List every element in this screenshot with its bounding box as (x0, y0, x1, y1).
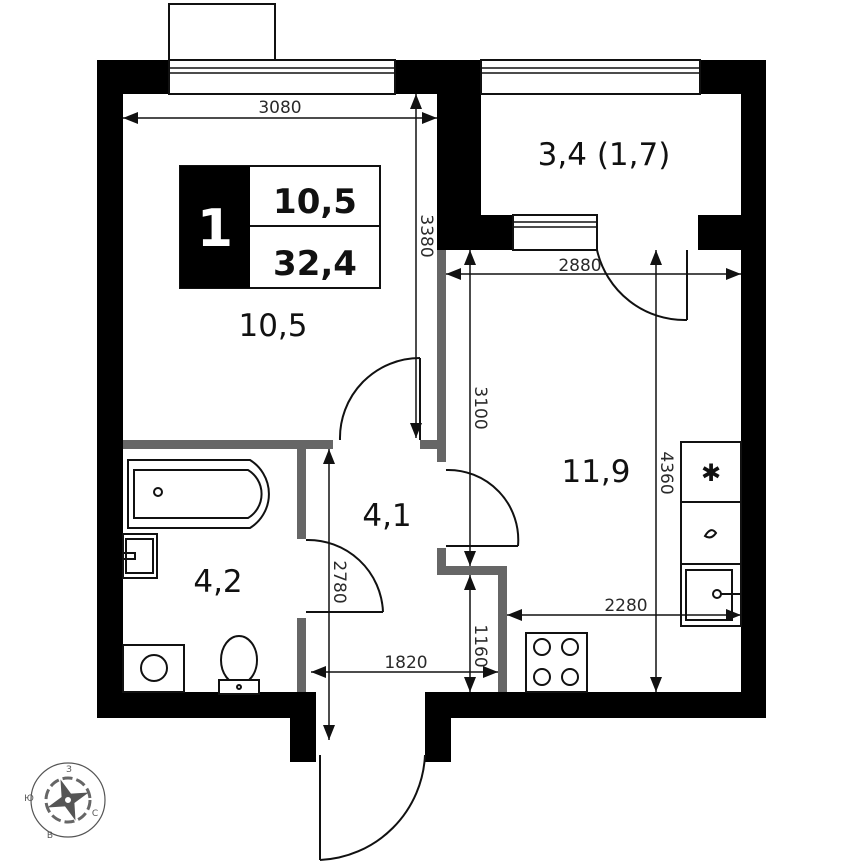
kitchen-counter: ✱ (680, 441, 742, 627)
living-area-value: 10,5 (273, 182, 357, 222)
hallway-area: 4,1 (362, 498, 411, 534)
balcony-area: 3,4 (1,7) (538, 137, 671, 173)
dim-bedroom-depth: 3380 (416, 214, 436, 257)
compass-south: Ю (24, 794, 34, 804)
dim-kitchen-width: 2880 (558, 256, 601, 276)
washing-machine (122, 644, 185, 693)
rooms-count: 1 (197, 199, 233, 259)
dimension-lines (123, 94, 741, 740)
ventilation-box (168, 3, 276, 62)
dim-kitchen-depth-total: 4360 (656, 451, 676, 494)
sink (122, 533, 158, 579)
dim-kitchen-depth-upper: 3100 (470, 386, 490, 429)
bathtub (127, 459, 270, 529)
snowflake-icon: ✱ (701, 459, 721, 487)
doors (305, 249, 688, 861)
kitchen-area: 11,9 (561, 454, 630, 490)
compass-west: З (66, 765, 72, 775)
dim-kitchen-counter: 2280 (604, 596, 647, 616)
total-area-value: 32,4 (273, 244, 357, 284)
dim-bedroom-width: 3080 (258, 98, 301, 118)
window-balcony (480, 59, 701, 95)
dim-hall-depth-lower: 1160 (470, 624, 490, 667)
dim-hall-width: 1820 (384, 653, 427, 673)
compass-east: В (47, 831, 53, 841)
drop-icon (703, 529, 718, 539)
compass-rose-icon: З Ю С В (24, 762, 106, 841)
bathroom-area: 4,2 (193, 564, 242, 600)
exterior-walls (97, 60, 766, 762)
window-kitchen-balcony (512, 214, 598, 251)
interior-partitions (123, 250, 507, 692)
compass-north: С (92, 809, 98, 819)
cooktop (525, 632, 588, 693)
window-bedroom (168, 59, 396, 95)
dim-bath-depth: 2780 (329, 560, 349, 603)
apartment-badge: 1 10,5 32,4 (179, 165, 381, 289)
bedroom-area: 10,5 (238, 308, 307, 344)
toilet (218, 635, 260, 695)
